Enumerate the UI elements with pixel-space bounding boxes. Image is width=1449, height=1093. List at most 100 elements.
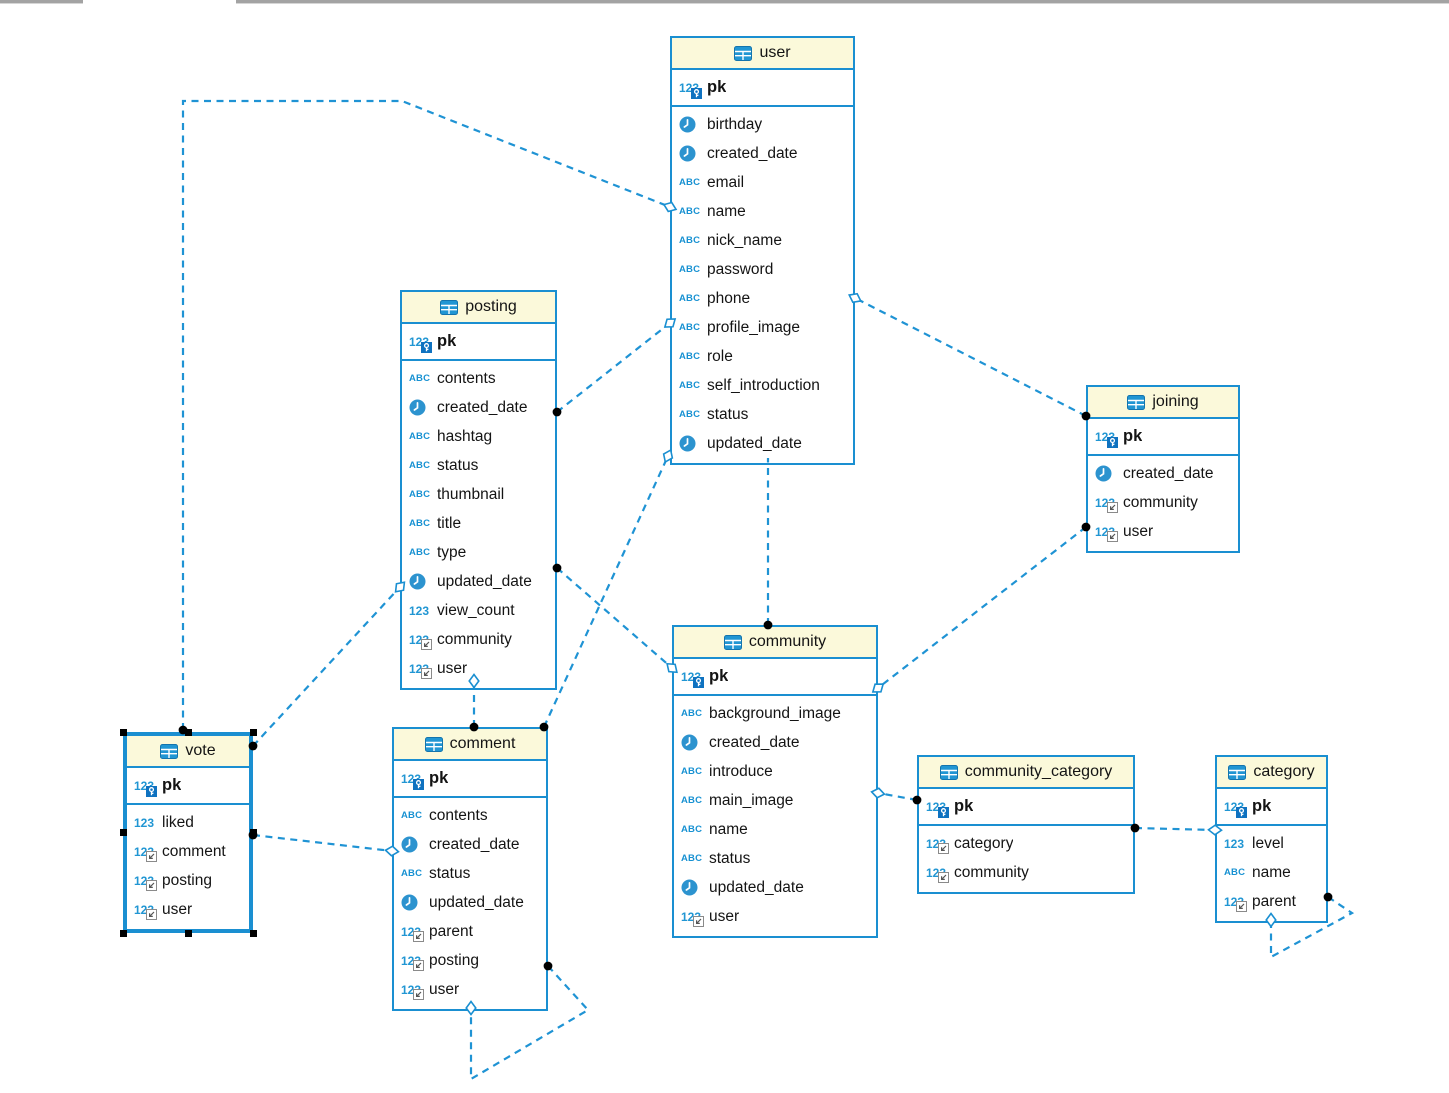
field-user-created_date[interactable]: created_date	[672, 139, 853, 168]
field-user-birthday[interactable]: birthday	[672, 110, 853, 139]
entity-header-comment[interactable]: comment	[394, 729, 546, 761]
field-community-updated_date[interactable]: updated_date	[674, 873, 876, 902]
entity-header-community[interactable]: community	[674, 627, 876, 659]
field-posting-updated_date[interactable]: updated_date	[402, 567, 555, 596]
foreign-key-icon: 123	[401, 946, 429, 975]
entity-header-user[interactable]: user	[672, 38, 853, 70]
field-comment-created_date[interactable]: created_date	[394, 830, 546, 859]
selection-handle[interactable]	[119, 829, 127, 836]
table-icon	[734, 45, 753, 61]
entity-header-vote[interactable]: vote	[127, 736, 249, 768]
selection-handle[interactable]	[249, 728, 257, 736]
relationship-line-joining-user[interactable]	[854, 297, 1087, 417]
primary-key-icon: 123	[679, 72, 707, 103]
entity-header-community_category[interactable]: community_category	[919, 757, 1133, 789]
field-comment-updated_date[interactable]: updated_date	[394, 888, 546, 917]
entity-header-joining[interactable]: joining	[1088, 387, 1238, 419]
relationship-line-communitycategory-category[interactable]	[1134, 826, 1216, 832]
selection-handle[interactable]	[249, 829, 257, 836]
selection-handle[interactable]	[119, 929, 127, 937]
field-user-updated_date[interactable]: updated_date	[672, 429, 853, 458]
relationship-line-posting-community[interactable]	[556, 567, 673, 669]
field-posting-created_date[interactable]: created_date	[402, 393, 555, 422]
relationship-line-communitycategory-community[interactable]	[877, 791, 918, 802]
field-joining-created_date[interactable]: created_date	[1088, 459, 1238, 488]
selection-handle[interactable]	[249, 929, 257, 937]
text-type-icon: ABC	[679, 409, 701, 420]
entity-header-posting[interactable]: posting	[402, 292, 555, 324]
relationship-line-joining-community[interactable]	[877, 526, 1087, 689]
date-type-icon	[679, 110, 707, 139]
field-community-created_date[interactable]: created_date	[674, 728, 876, 757]
primary-key-icon: 123	[401, 763, 429, 794]
relationship-line-posting-user[interactable]	[556, 322, 671, 413]
relationship-line-vote-comment[interactable]	[252, 833, 393, 853]
field-label: posting	[162, 871, 212, 889]
selection-handle[interactable]	[184, 929, 192, 937]
field-label: hashtag	[437, 427, 493, 445]
relationship-line-comment-user[interactable]	[542, 455, 670, 728]
selection-handle[interactable]	[119, 728, 127, 736]
relationship-line-vote-posting[interactable]	[252, 586, 401, 747]
selection-handle[interactable]	[184, 728, 192, 736]
entity-header-category[interactable]: category	[1217, 757, 1326, 789]
